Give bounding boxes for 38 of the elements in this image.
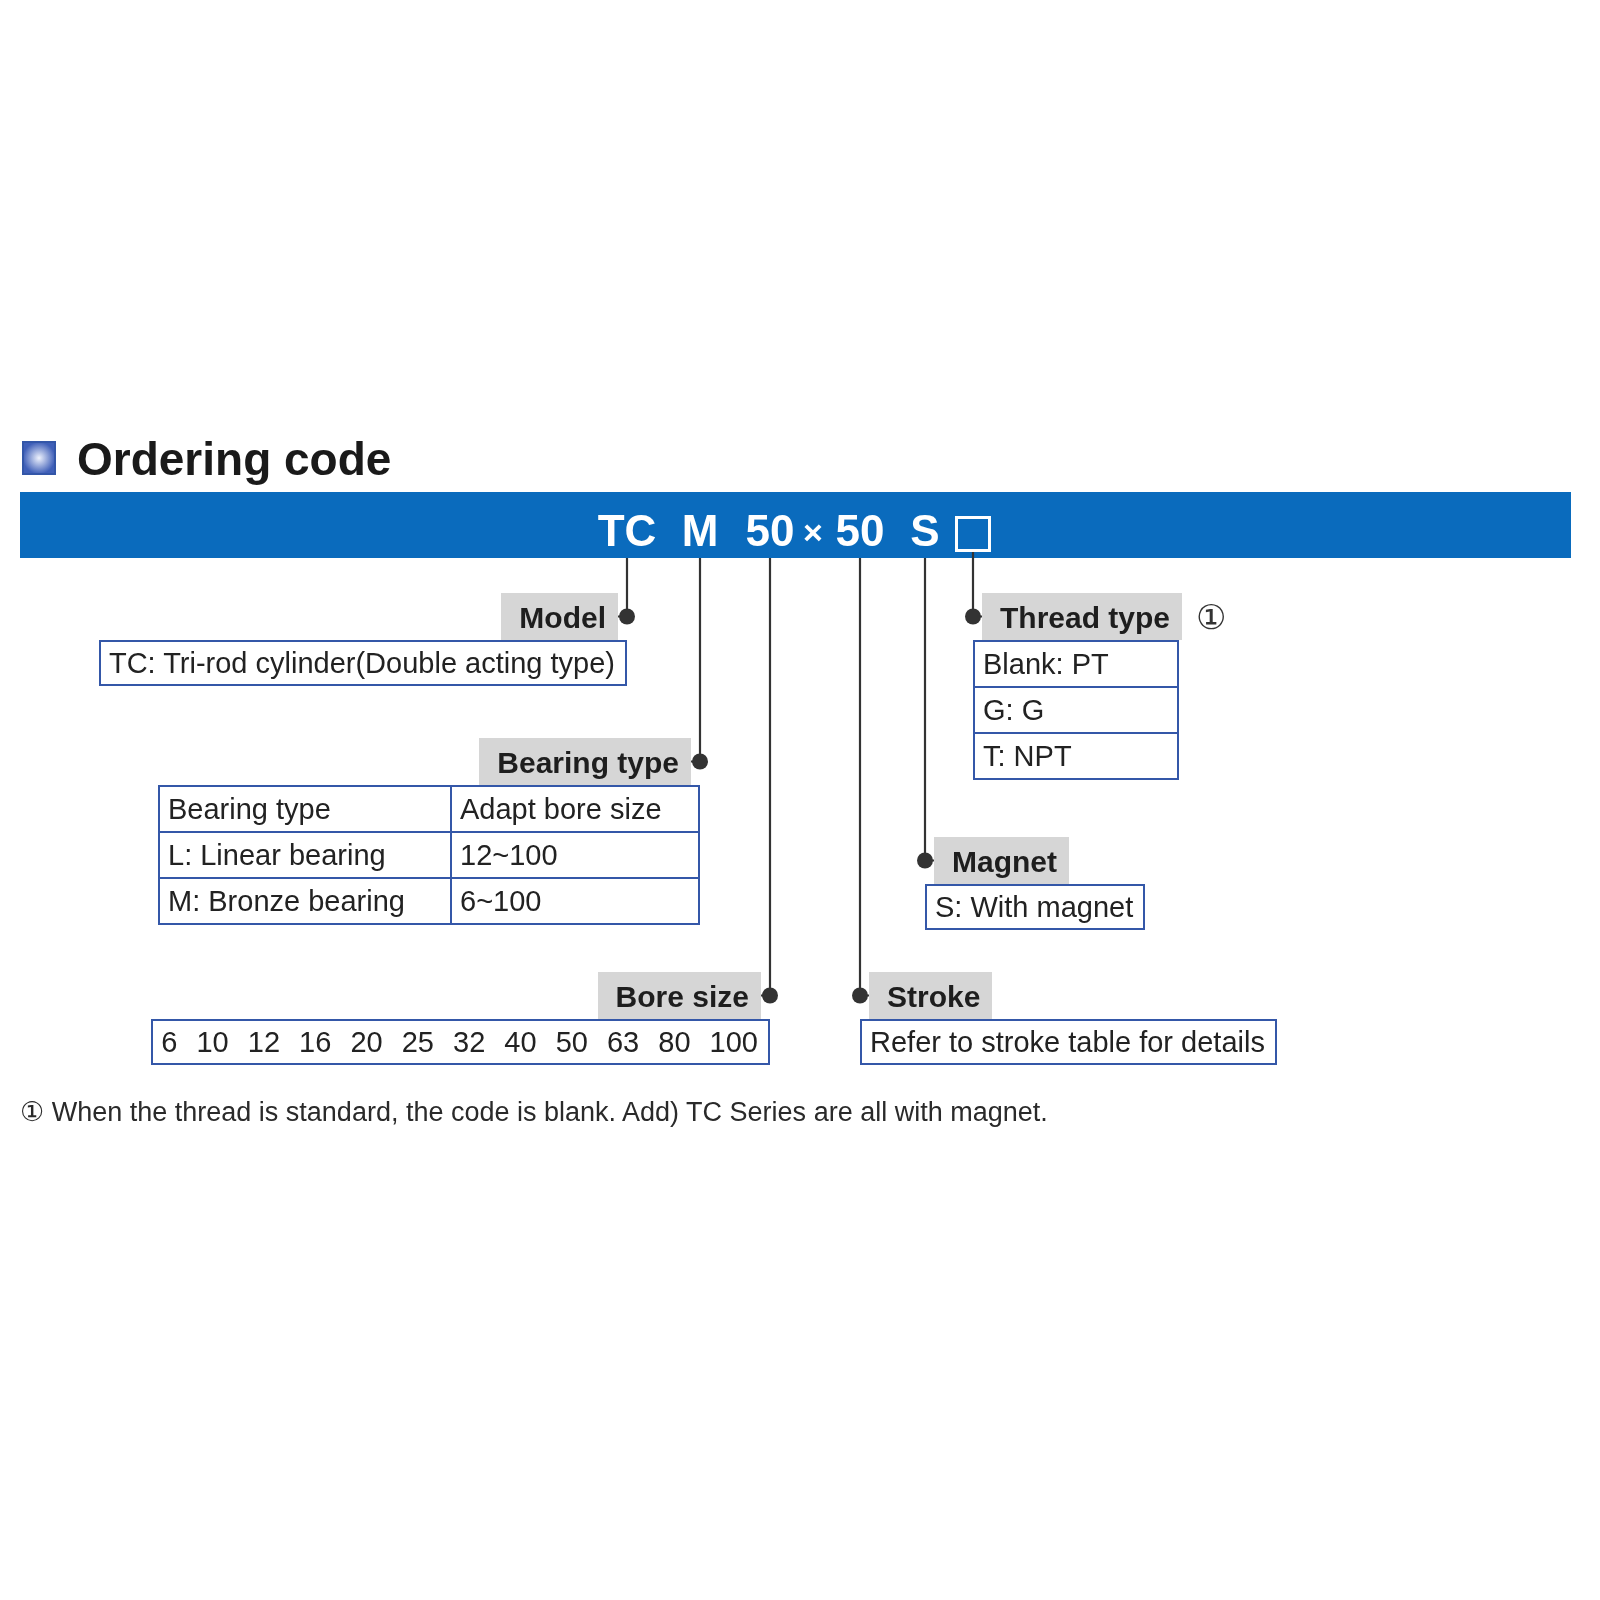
table-cell: Adapt bore size xyxy=(452,787,700,833)
code-label: S xyxy=(909,509,941,558)
table-cell: T: NPT xyxy=(975,734,1179,780)
leader-line xyxy=(618,558,635,625)
table-cell: G: G xyxy=(975,688,1179,734)
code-label: 50 xyxy=(744,509,796,558)
leader-line xyxy=(691,558,708,770)
table-cell: 12~100 xyxy=(452,833,700,879)
table-cell: 6~100 xyxy=(452,879,700,925)
leader-line xyxy=(965,552,982,625)
heading-tab: Thread type xyxy=(982,593,1183,640)
table-cell: Blank: PT xyxy=(975,642,1179,688)
leader-line xyxy=(761,558,778,1004)
heading-tab: Model xyxy=(501,593,618,640)
code-label: 50 xyxy=(834,509,886,558)
heading-tab: Bore size xyxy=(597,972,761,1019)
heading-tab: Stroke xyxy=(869,972,993,1019)
option-box: 6 10 12 16 20 25 32 40 50 63 80 100 xyxy=(151,1019,770,1065)
option-table xyxy=(158,785,700,925)
blank-code-square xyxy=(955,516,991,552)
option-table xyxy=(973,640,1179,780)
option-box: Refer to stroke table for details xyxy=(860,1019,1277,1065)
code-label: TC xyxy=(596,509,658,558)
option-box: TC: Tri-rod cylinder(Double acting type) xyxy=(98,640,627,686)
footnote-mark: ① xyxy=(1196,596,1227,637)
table-cell: L: Linear bearing xyxy=(160,833,452,879)
code-label: M xyxy=(679,509,721,558)
leader-line xyxy=(917,558,934,869)
multiply-sign: × xyxy=(802,512,824,552)
heading-tab: Magnet xyxy=(934,837,1069,884)
table-cell: M: Bronze bearing xyxy=(160,879,452,925)
table-cell: Bearing type xyxy=(160,787,452,833)
footnote-text: ① When the thread is standard, the code is blank. Add) TC Series are all with magnet. xyxy=(20,1096,1048,1129)
option-box: S: With magnet xyxy=(925,884,1146,930)
code-bar xyxy=(20,492,1571,558)
section-title: Ordering code xyxy=(77,432,392,487)
heading-tab: Bearing type xyxy=(479,738,691,785)
leader-line xyxy=(852,558,869,1004)
